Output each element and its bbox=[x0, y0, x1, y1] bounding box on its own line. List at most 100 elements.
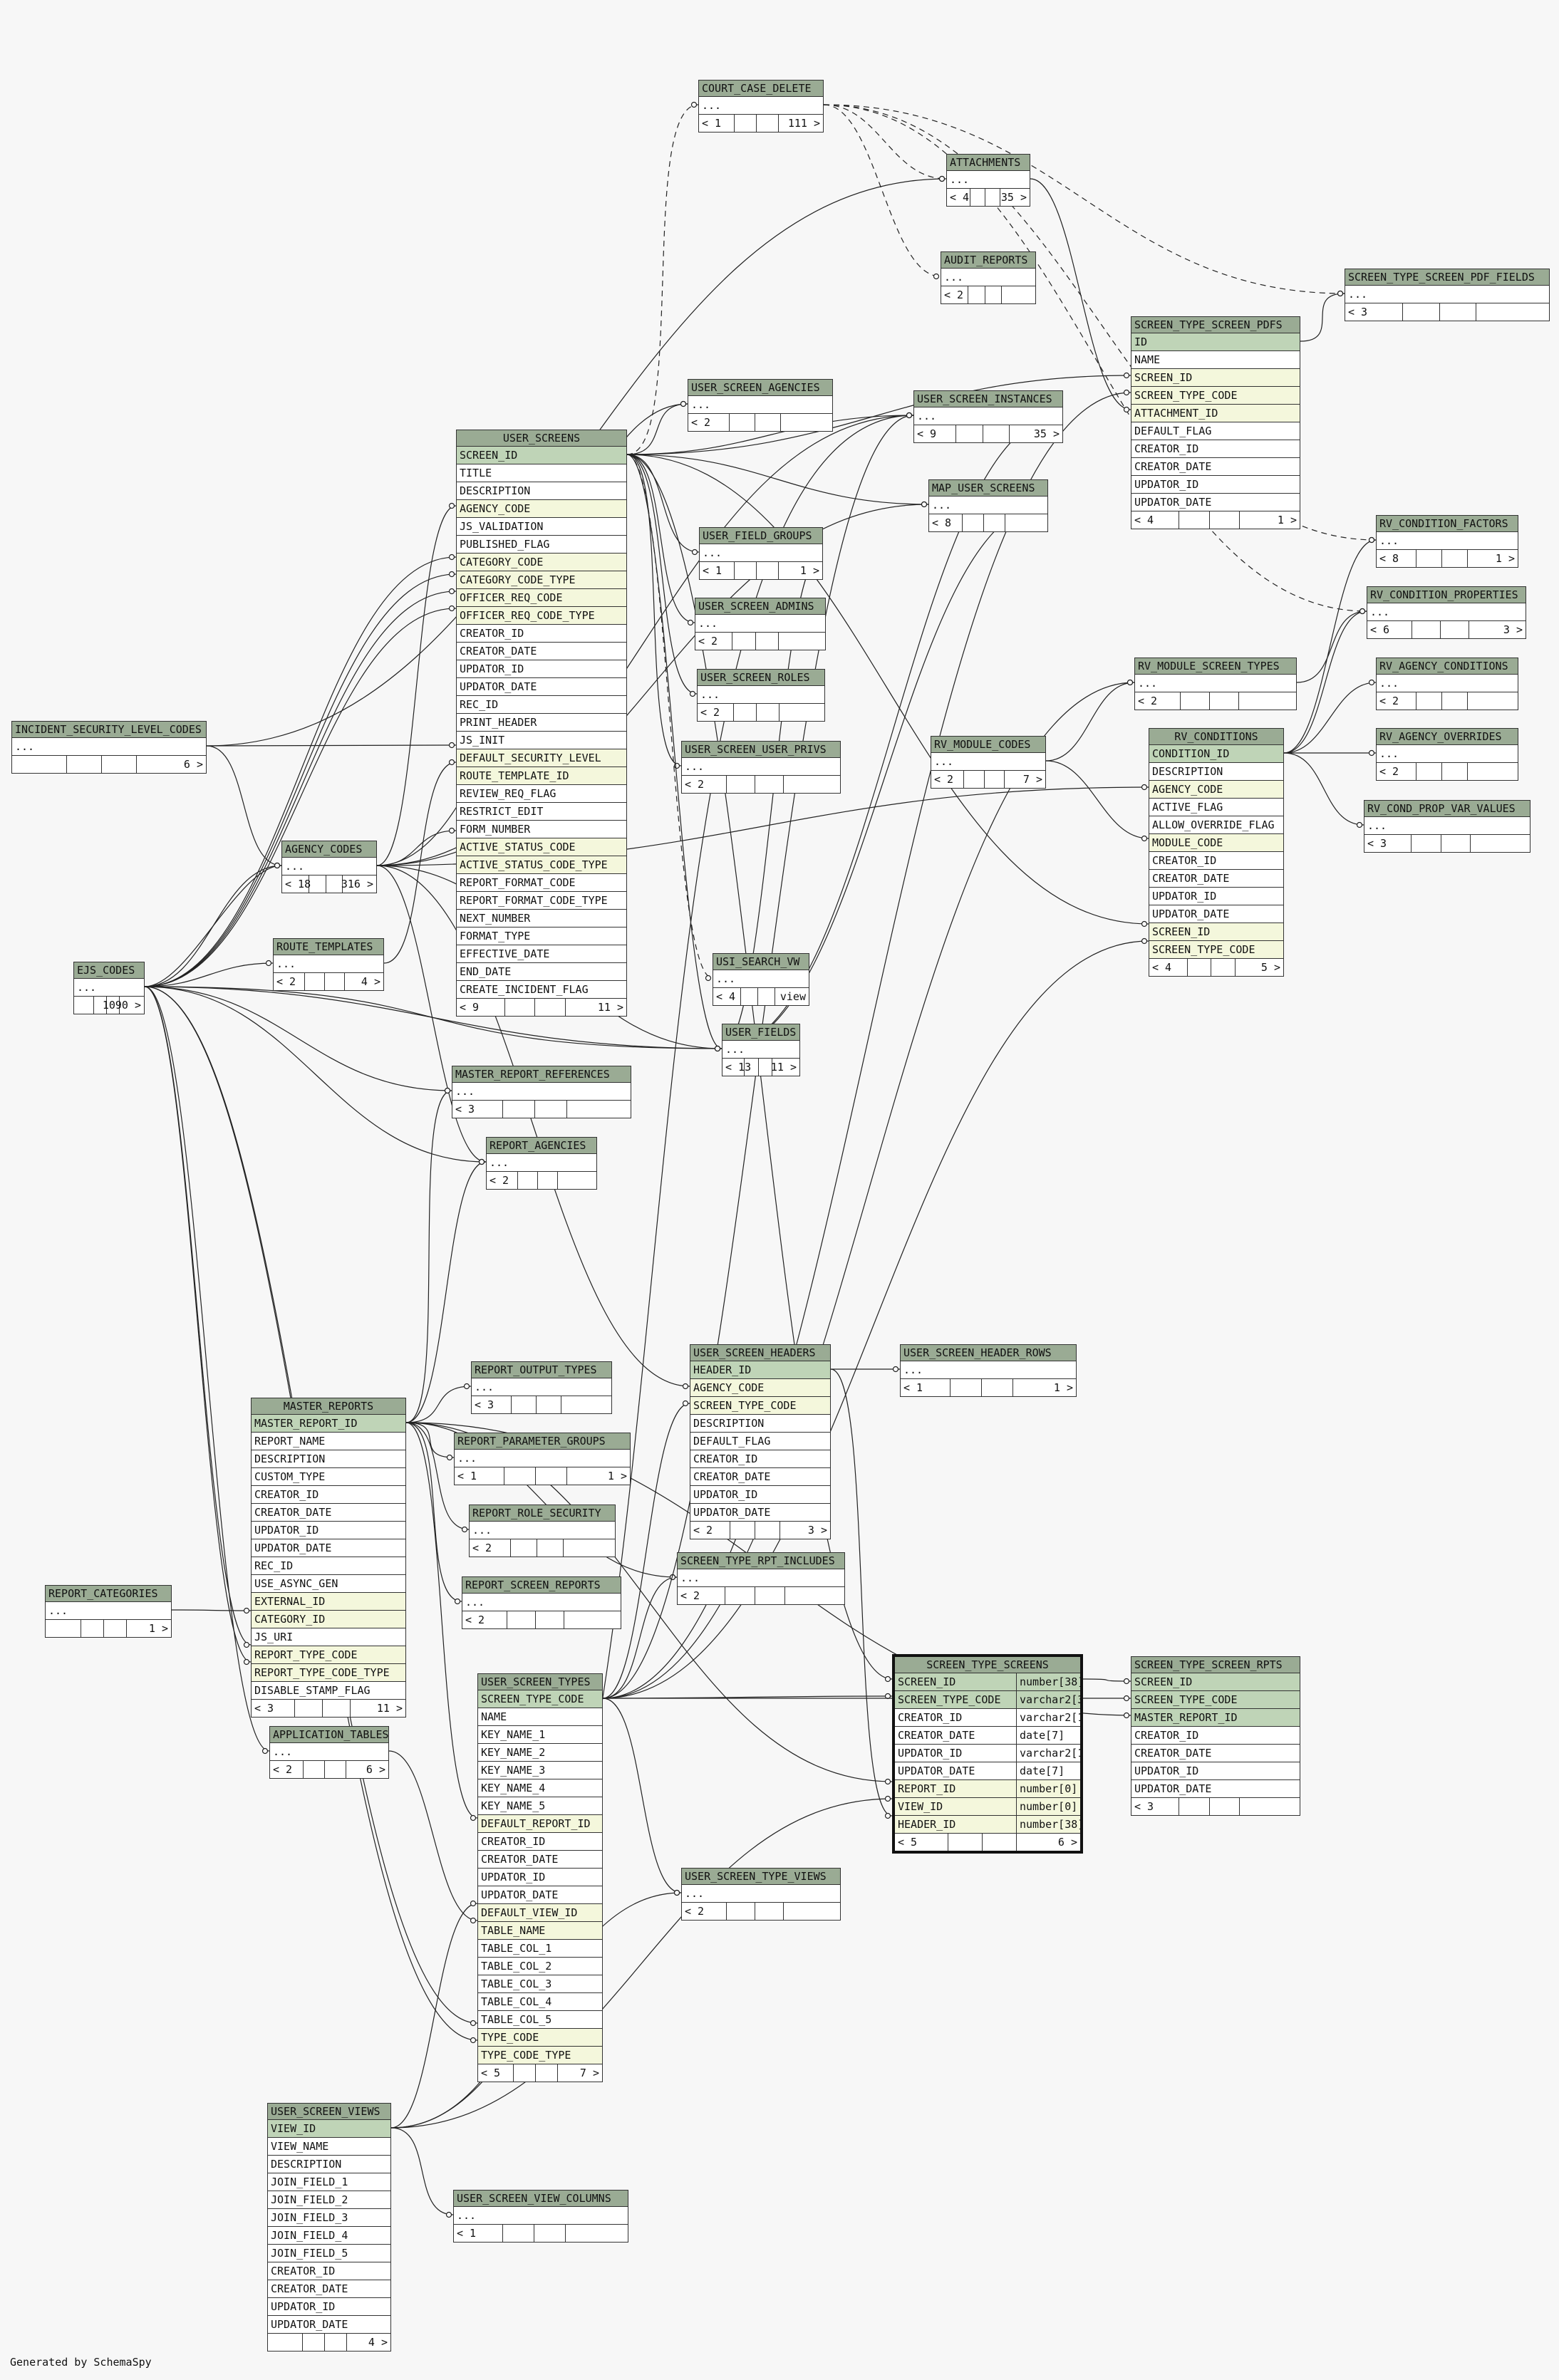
child-count[interactable]: view bbox=[780, 990, 806, 1003]
column-ellipsis[interactable]: ... bbox=[947, 171, 1030, 189]
column-header-id[interactable]: HEADER_ID bbox=[690, 1361, 830, 1379]
column-ellipsis[interactable]: ... bbox=[678, 1569, 844, 1587]
column-key-name-2[interactable]: KEY_NAME_2 bbox=[478, 1744, 602, 1762]
column-join-field-4[interactable]: JOIN_FIELD_4 bbox=[268, 2227, 390, 2245]
column-creator-date[interactable]: CREATOR_DATE bbox=[478, 1851, 602, 1869]
table-title[interactable]: USER_SCREEN_HEADER_ROWS bbox=[901, 1345, 1076, 1361]
column-end-date[interactable]: END_DATE bbox=[457, 963, 626, 981]
child-count[interactable]: 11 > bbox=[770, 1061, 797, 1074]
table-title[interactable]: REPORT_AGENCIES bbox=[487, 1138, 596, 1154]
column-creator-id[interactable]: CREATOR_ID bbox=[252, 1486, 405, 1504]
table-title[interactable]: EJS_CODES bbox=[74, 962, 144, 979]
table-title[interactable]: ROUTE_TEMPLATES bbox=[274, 939, 383, 955]
table-title[interactable]: REPORT_PARAMETER_GROUPS bbox=[455, 1433, 630, 1450]
column-ellipsis[interactable]: ... bbox=[929, 497, 1047, 514]
column-ellipsis[interactable]: ... bbox=[1367, 603, 1526, 621]
column-default-flag[interactable]: DEFAULT_FLAG bbox=[1131, 422, 1300, 440]
column-join-field-5[interactable]: JOIN_FIELD_5 bbox=[268, 2245, 390, 2262]
column-category-code[interactable]: CATEGORY_CODE bbox=[457, 554, 626, 571]
column-module-code[interactable]: MODULE_CODE bbox=[1149, 834, 1283, 852]
table-title[interactable]: USER_FIELDS bbox=[722, 1024, 799, 1041]
parent-count[interactable]: < 3 bbox=[1134, 1800, 1154, 1813]
table-user-screen-user-privs[interactable]: USER_SCREEN_USER_PRIVS...< 2 bbox=[681, 741, 841, 794]
column-active-status-code-type[interactable]: ACTIVE_STATUS_CODE_TYPE bbox=[457, 856, 626, 874]
column-creator-date[interactable]: CREATOR_DATE bbox=[252, 1504, 405, 1522]
parent-count[interactable]: < 3 bbox=[254, 1702, 274, 1715]
column-ellipsis[interactable]: ... bbox=[1135, 675, 1296, 692]
parent-count[interactable]: < 3 bbox=[1367, 837, 1387, 850]
parent-count[interactable]: < 4 bbox=[1134, 514, 1154, 526]
column-default-view-id[interactable]: DEFAULT_VIEW_ID bbox=[478, 1904, 602, 1922]
table-user-screen-agencies[interactable]: USER_SCREEN_AGENCIES...< 2 bbox=[688, 379, 833, 432]
column-type-code[interactable]: TYPE_CODE bbox=[478, 2029, 602, 2047]
column-ellipsis[interactable]: ... bbox=[700, 544, 822, 562]
column-agency-code[interactable]: AGENCY_CODE bbox=[1149, 781, 1283, 799]
column-screen-type-code[interactable]: SCREEN_TYPE_CODE bbox=[1149, 941, 1283, 959]
column-key-name-3[interactable]: KEY_NAME_3 bbox=[478, 1762, 602, 1779]
column-js-init[interactable]: JS_INIT bbox=[457, 732, 626, 749]
table-title[interactable]: APPLICATION_TABLES bbox=[270, 1727, 388, 1743]
table-user-screen-type-views[interactable]: USER_SCREEN_TYPE_VIEWS...< 2 bbox=[681, 1868, 841, 1921]
child-count[interactable]: 35 > bbox=[1033, 427, 1060, 440]
table-master-report-references[interactable]: MASTER_REPORT_REFERENCES...< 3 bbox=[452, 1066, 631, 1118]
column-form-number[interactable]: FORM_NUMBER bbox=[457, 821, 626, 838]
column-ellipsis[interactable]: ... bbox=[455, 1450, 630, 1467]
column-disable-stamp-flag[interactable]: DISABLE_STAMP_FLAG bbox=[252, 1682, 405, 1700]
table-title[interactable]: USER_SCREEN_INSTANCES bbox=[914, 391, 1062, 407]
table-rv-agency-overrides[interactable]: RV_AGENCY_OVERRIDES...< 2 bbox=[1376, 728, 1518, 781]
column-creator-date[interactable]: CREATOR_DATE bbox=[1131, 458, 1300, 476]
column-updator-date[interactable]: UPDATOR_DATE bbox=[1131, 1780, 1300, 1798]
column-ellipsis[interactable]: ... bbox=[46, 1602, 171, 1620]
column-allow-override-flag[interactable]: ALLOW_OVERRIDE_FLAG bbox=[1149, 816, 1283, 834]
parent-count[interactable]: < 9 bbox=[460, 1001, 480, 1014]
column-ellipsis[interactable]: ... bbox=[282, 858, 376, 875]
column-updator-id[interactable]: UPDATOR_ID bbox=[1131, 1762, 1300, 1780]
parent-count[interactable]: < 2 bbox=[1379, 695, 1399, 707]
table-rv-agency-conditions[interactable]: RV_AGENCY_CONDITIONS...< 2 bbox=[1376, 658, 1518, 710]
table-title[interactable]: USER_SCREEN_AGENCIES bbox=[688, 380, 832, 396]
table-title[interactable]: USER_SCREEN_USER_PRIVS bbox=[682, 742, 840, 758]
column-description[interactable]: DESCRIPTION bbox=[252, 1450, 405, 1468]
column-ellipsis[interactable]: ... bbox=[1364, 817, 1530, 835]
table-title[interactable]: INCIDENT_SECURITY_LEVEL_CODES bbox=[12, 722, 206, 738]
column-screen-type-code[interactable]: SCREEN_TYPE_CODE bbox=[1131, 387, 1300, 405]
child-count[interactable]: 1 > bbox=[1053, 1381, 1073, 1394]
parent-count[interactable]: < 5 bbox=[898, 1836, 918, 1849]
parent-count[interactable]: < 2 bbox=[273, 1763, 293, 1776]
table-title[interactable]: RV_CONDITION_FACTORS bbox=[1377, 516, 1518, 532]
column-report-format-code[interactable]: REPORT_FORMAT_CODE bbox=[457, 874, 626, 892]
table-title[interactable]: USER_SCREEN_ROLES bbox=[698, 670, 824, 686]
table-title[interactable]: AGENCY_CODES bbox=[282, 841, 376, 858]
column-ellipsis[interactable]: ... bbox=[452, 1083, 631, 1101]
child-count[interactable]: 1 > bbox=[148, 1622, 168, 1635]
column-ellipsis[interactable]: ... bbox=[1377, 745, 1518, 763]
column-creator-date[interactable]: CREATOR_DATE bbox=[1149, 870, 1283, 888]
column-ellipsis[interactable]: ... bbox=[699, 97, 823, 115]
parent-count[interactable]: < 2 bbox=[490, 1174, 509, 1187]
column-ellipsis[interactable]: ... bbox=[914, 407, 1062, 425]
column-default-security-level[interactable]: DEFAULT_SECURITY_LEVEL bbox=[457, 749, 626, 767]
column-screen-type-code[interactable]: SCREEN_TYPE_CODE bbox=[690, 1397, 830, 1415]
table-user-screen-admins[interactable]: USER_SCREEN_ADMINS...< 2 bbox=[695, 598, 826, 650]
column-ellipsis[interactable]: ... bbox=[487, 1154, 596, 1172]
column-master-report-id[interactable]: MASTER_REPORT_ID bbox=[252, 1415, 405, 1433]
column-updator-id[interactable]: UPDATOR_ID bbox=[268, 2298, 390, 2316]
table-title[interactable]: MAP_USER_SCREENS bbox=[929, 480, 1047, 497]
child-count[interactable]: 6 > bbox=[366, 1763, 385, 1776]
parent-count[interactable]: < 3 bbox=[1348, 306, 1368, 318]
column-key-name-1[interactable]: KEY_NAME_1 bbox=[478, 1726, 602, 1744]
parent-count[interactable]: < 2 bbox=[691, 416, 711, 429]
column-updator-date[interactable]: UPDATOR_DATE bbox=[268, 2316, 390, 2334]
table-title[interactable]: SCREEN_TYPE_SCREEN_PDFS bbox=[1131, 317, 1300, 333]
column-creator-id[interactable]: CREATOR_ID bbox=[1131, 440, 1300, 458]
column-updator-id[interactable]: UPDATOR_ID bbox=[478, 1869, 602, 1886]
table-title[interactable]: COURT_CASE_DELETE bbox=[699, 80, 823, 97]
